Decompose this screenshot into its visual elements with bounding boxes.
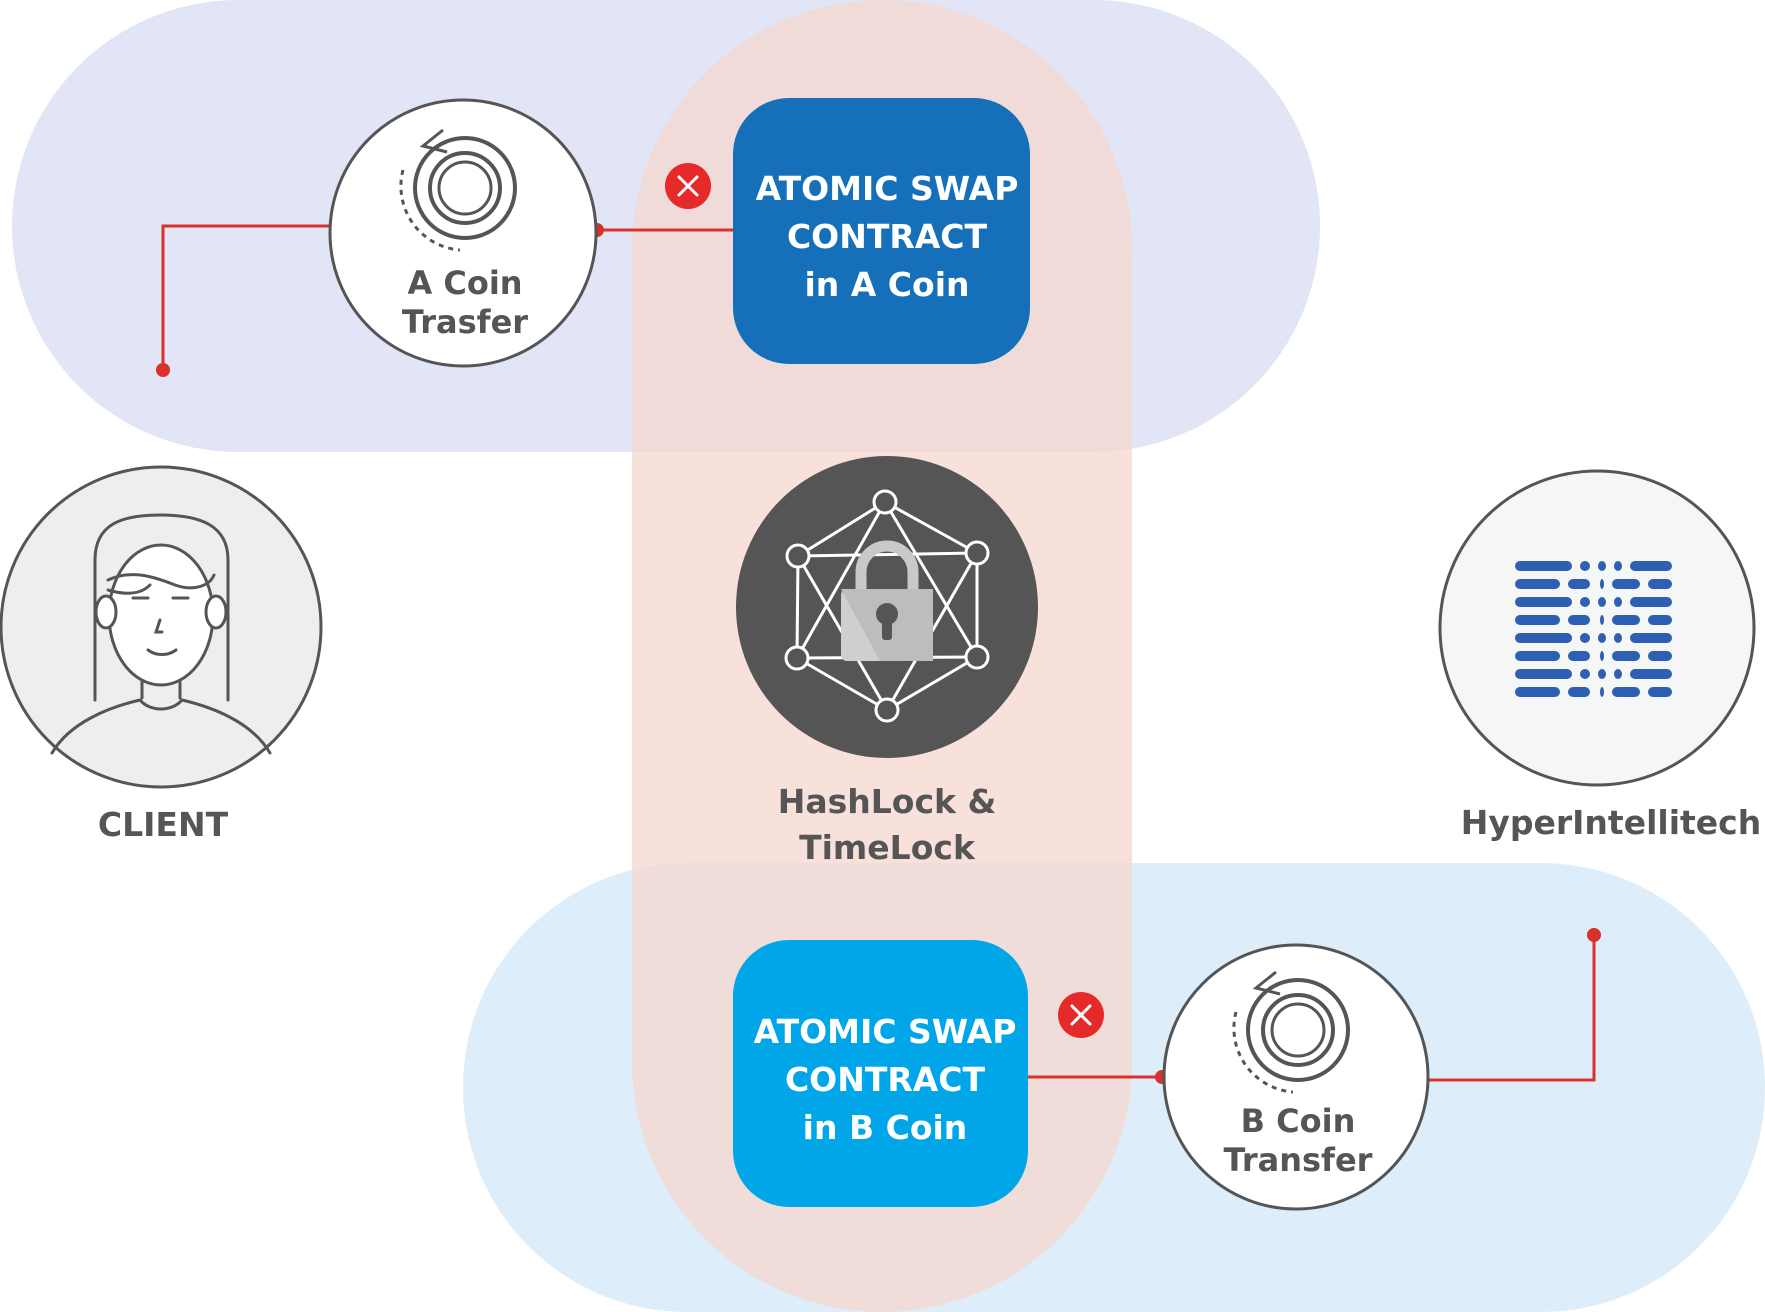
logo-bar-segment [1580,633,1590,643]
logo-bar-segment [1515,561,1572,571]
transfer-a-line-2: Trasfer [402,303,528,341]
client-label: CLIENT [98,805,229,844]
logo-bar-segment [1600,651,1604,661]
logo-bar-segment [1648,687,1672,697]
lock-line-1: HashLock & [778,782,997,821]
hyperintellitech-logo-icon [1515,561,1672,697]
contract-a-line-1: ATOMIC SWAP [756,169,1019,208]
provider-label: HyperIntellitech [1461,803,1761,842]
contract-b-line-1: ATOMIC SWAP [754,1012,1017,1051]
person-avatar-icon [50,513,272,755]
contract-a-line-3: in A Coin [804,265,969,304]
logo-bar-segment [1614,597,1622,607]
logo-bar-segment [1580,597,1590,607]
connector-lines [156,223,1601,1084]
lock-node: HashLock & TimeLock [736,456,1038,867]
logo-bar-segment [1580,561,1590,571]
logo-bar-segment [1648,615,1672,625]
logo-bar-segment [1648,579,1672,589]
logo-bar-segment [1515,687,1560,697]
connector-b-right [1426,935,1596,1082]
logo-bar-segment [1568,615,1590,625]
close-icon [1058,992,1104,1038]
coin-transfer-icon [399,128,517,252]
network-lock-icon [784,489,990,723]
logo-bar-segment [1630,633,1672,643]
connector-a-left [161,224,333,370]
logo-bar-segment [1600,615,1604,625]
transfer-a-line-1: A Coin [407,264,522,302]
logo-bar-segment [1515,615,1560,625]
logo-bar-segment [1598,597,1606,607]
logo-bar-segment [1630,597,1672,607]
contract-b-box: ATOMIC SWAP CONTRACT in B Coin [733,940,1028,1207]
logo-bar-segment [1515,651,1560,661]
logo-bar-segment [1515,597,1572,607]
logo-bar-segment [1515,669,1572,679]
logo-bar-segment [1612,687,1640,697]
logo-bar-segment [1614,669,1622,679]
lock-line-2: TimeLock [799,828,976,867]
connector-b-right-dot [1587,928,1601,942]
logo-bar-segment [1630,669,1672,679]
logo-bar-segment [1598,669,1606,679]
logo-bar-segment [1612,615,1640,625]
logo-bar-segment [1612,579,1640,589]
logo-bar-segment [1568,579,1590,589]
contract-a-line-2: CONTRACT [787,217,988,256]
contract-a-box: ATOMIC SWAP CONTRACT in A Coin [733,98,1030,364]
logo-bar-segment [1598,633,1606,643]
transfer-b-node: B Coin Transfer [1162,943,1430,1211]
close-icon [665,163,711,209]
logo-bar-segment [1612,651,1640,661]
client-node: CLIENT [0,465,323,844]
logo-bar-segment [1580,669,1590,679]
transfer-b-line-1: B Coin [1241,1102,1356,1140]
logo-bar-segment [1515,579,1560,589]
transfer-a-node: A Coin Trasfer [328,98,598,368]
logo-bar-segment [1598,561,1606,571]
logo-bar-segment [1568,651,1590,661]
logo-bar-segment [1614,561,1622,571]
logo-bar-segment [1600,579,1604,589]
logo-bar-segment [1630,561,1672,571]
logo-bar-segment [1648,651,1672,661]
contract-b-line-3: in B Coin [803,1108,968,1147]
logo-bar-segment [1568,687,1590,697]
provider-node: HyperIntellitech [1438,469,1761,842]
connector-a-left-dot [156,363,170,377]
contract-b-line-2: CONTRACT [785,1060,986,1099]
logo-bar-segment [1515,633,1572,643]
coin-transfer-icon [1232,970,1350,1094]
logo-bar-segment [1600,687,1604,697]
transfer-b-line-2: Transfer [1224,1141,1373,1179]
logo-bar-segment [1614,633,1622,643]
